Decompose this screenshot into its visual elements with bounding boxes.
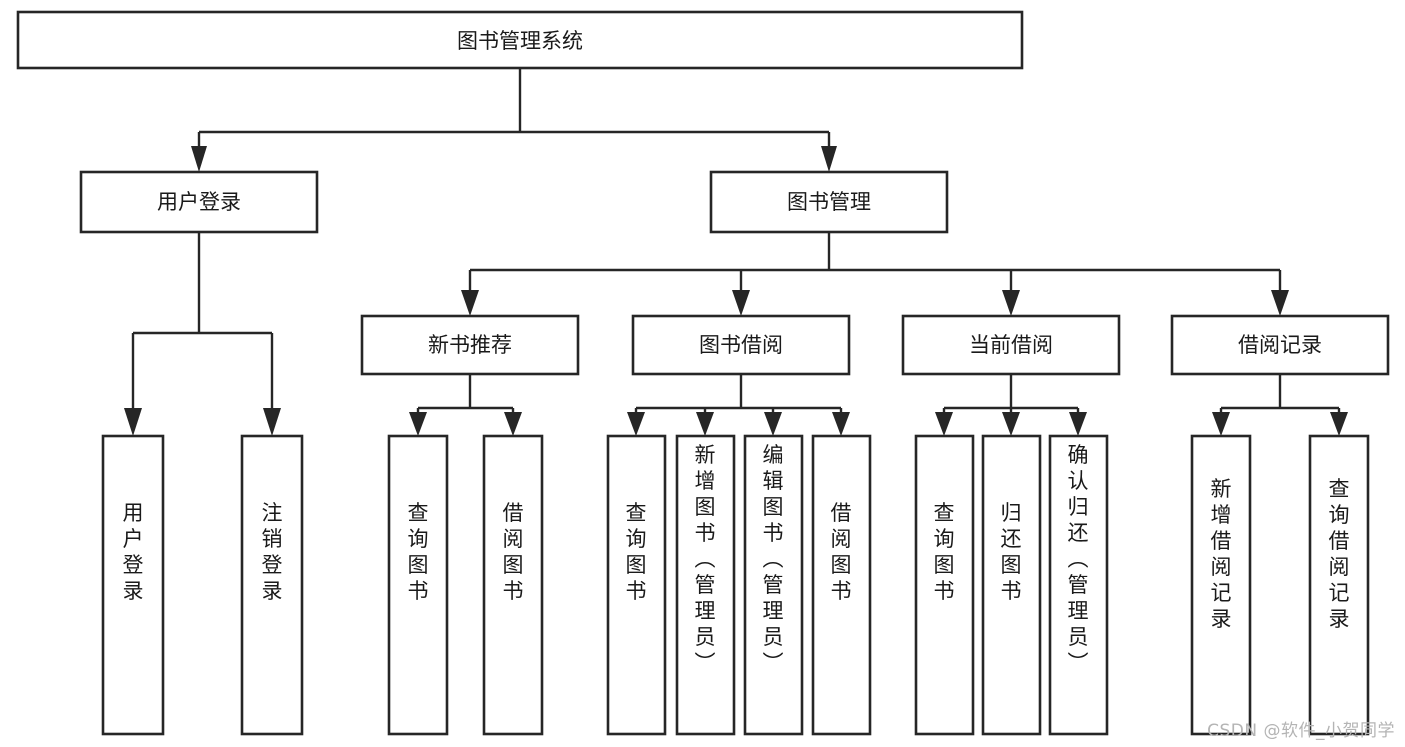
node-leaf-confirm-return-box[interactable] bbox=[1048, 434, 1109, 736]
arrow-to-book-borrow bbox=[732, 290, 750, 316]
node-leaf-add-book[interactable]: 新增图书︵管理员︶ bbox=[675, 434, 736, 736]
arrow-to-leaf-edit-book bbox=[764, 412, 782, 436]
node-book-borrow-label: 图书借阅 bbox=[699, 333, 783, 357]
node-leaf-query-borrow-record-label: 查询借阅记录 bbox=[1329, 477, 1350, 631]
node-leaf-borrow-book-1-box[interactable] bbox=[482, 434, 544, 736]
node-borrow-record-box[interactable] bbox=[1170, 314, 1390, 376]
node-leaf-query-book-1-label: 查询图书 bbox=[408, 501, 429, 603]
arrow-to-leaf-query-book-2 bbox=[627, 412, 645, 436]
node-user-login-box[interactable] bbox=[79, 170, 319, 234]
arrow-to-leaf-query-book-1 bbox=[409, 412, 427, 436]
node-book-management[interactable]: 图书管理 bbox=[709, 170, 949, 234]
node-leaf-user-login-label: 用户登录 bbox=[123, 501, 144, 603]
arrow-to-leaf-user-login bbox=[124, 408, 142, 436]
node-current-borrow-box[interactable] bbox=[901, 314, 1121, 376]
node-leaf-query-book-3[interactable]: 查询图书 bbox=[914, 434, 975, 736]
arrow-to-user-login bbox=[191, 146, 207, 172]
node-leaf-borrow-book-2[interactable]: 借阅图书 bbox=[811, 434, 872, 736]
node-leaf-return-book-box[interactable] bbox=[981, 434, 1042, 736]
node-leaf-user-logout-box[interactable] bbox=[240, 434, 304, 736]
node-leaf-confirm-return[interactable]: 确认归还︵管理员︶ bbox=[1048, 434, 1109, 736]
node-borrow-record-label: 借阅记录 bbox=[1238, 333, 1322, 357]
node-new-book-recommend[interactable]: 新书推荐 bbox=[360, 314, 580, 376]
node-leaf-add-borrow-record[interactable]: 新增借阅记录 bbox=[1190, 434, 1252, 736]
node-user-login-label: 用户登录 bbox=[157, 190, 241, 214]
node-new-book-recommend-box[interactable] bbox=[360, 314, 580, 376]
node-book-borrow-box[interactable] bbox=[631, 314, 851, 376]
arrow-to-leaf-query-book-3 bbox=[935, 412, 953, 436]
node-leaf-query-book-2-label: 查询图书 bbox=[626, 501, 647, 603]
node-leaf-borrow-book-2-label: 借阅图书 bbox=[831, 501, 852, 603]
node-current-borrow[interactable]: 当前借阅 bbox=[901, 314, 1121, 376]
arrow-to-new-book-recommend bbox=[461, 290, 479, 316]
node-leaf-query-book-3-label: 查询图书 bbox=[934, 501, 955, 603]
node-leaf-query-book-1-box[interactable] bbox=[387, 434, 449, 736]
node-leaf-query-borrow-record[interactable]: 查询借阅记录 bbox=[1308, 434, 1370, 736]
node-leaf-add-borrow-record-box[interactable] bbox=[1190, 434, 1252, 736]
node-leaf-query-book-3-box[interactable] bbox=[914, 434, 975, 736]
arrow-to-borrow-record bbox=[1271, 290, 1289, 316]
node-book-management-label: 图书管理 bbox=[787, 190, 871, 214]
connector-layer bbox=[124, 68, 1348, 436]
node-leaf-edit-book[interactable]: 编辑图书︵管理员︶ bbox=[743, 434, 804, 736]
node-leaf-query-book-2[interactable]: 查询图书 bbox=[606, 434, 667, 736]
node-leaf-user-login[interactable]: 用户登录 bbox=[101, 434, 165, 736]
csdn-watermark: CSDN @软件_小贺同学 bbox=[1207, 721, 1395, 741]
node-leaf-add-book-label: 新增图书︵管理员︶ bbox=[695, 443, 716, 675]
node-borrow-record[interactable]: 借阅记录 bbox=[1170, 314, 1390, 376]
node-book-borrow[interactable]: 图书借阅 bbox=[631, 314, 851, 376]
node-current-borrow-label: 当前借阅 bbox=[969, 333, 1053, 357]
node-root-box[interactable] bbox=[16, 10, 1024, 70]
node-leaf-return-book-label: 归还图书 bbox=[1001, 501, 1022, 603]
node-user-login[interactable]: 用户登录 bbox=[79, 170, 319, 234]
arrow-to-leaf-add-book bbox=[696, 412, 714, 436]
node-leaf-borrow-book-2-box[interactable] bbox=[811, 434, 872, 736]
node-leaf-edit-book-label: 编辑图书︵管理员︶ bbox=[763, 443, 784, 675]
arrow-to-leaf-return-book bbox=[1002, 412, 1020, 436]
arrow-to-leaf-user-logout bbox=[263, 408, 281, 436]
node-leaf-user-logout[interactable]: 注销登录 bbox=[240, 434, 304, 736]
node-leaf-add-borrow-record-label: 新增借阅记录 bbox=[1211, 477, 1232, 631]
node-leaf-query-book-2-box[interactable] bbox=[606, 434, 667, 736]
arrow-to-leaf-borrow-book-1 bbox=[504, 412, 522, 436]
arrow-to-leaf-add-borrow-record bbox=[1212, 412, 1230, 436]
leaf-layer: 用户登录 注销登录 查询图书 借阅图书 查询图书 新增图书︵管理员︶ bbox=[101, 434, 1370, 736]
node-leaf-user-logout-label: 注销登录 bbox=[262, 501, 283, 603]
arrow-to-leaf-query-borrow-record bbox=[1330, 412, 1348, 436]
node-leaf-confirm-return-label: 确认归还︵管理员︶ bbox=[1068, 443, 1089, 675]
node-root-label: 图书管理系统 bbox=[457, 29, 583, 53]
node-leaf-query-borrow-record-box[interactable] bbox=[1308, 434, 1370, 736]
arrow-to-leaf-confirm-return bbox=[1069, 412, 1087, 436]
node-book-management-box[interactable] bbox=[709, 170, 949, 234]
node-leaf-query-book-1[interactable]: 查询图书 bbox=[387, 434, 449, 736]
node-leaf-borrow-book-1[interactable]: 借阅图书 bbox=[482, 434, 544, 736]
node-new-book-recommend-label: 新书推荐 bbox=[428, 333, 512, 357]
node-leaf-return-book[interactable]: 归还图书 bbox=[981, 434, 1042, 736]
node-root[interactable]: 图书管理系统 bbox=[16, 10, 1024, 70]
node-leaf-add-book-box[interactable] bbox=[675, 434, 736, 736]
node-leaf-user-login-box[interactable] bbox=[101, 434, 165, 736]
arrow-to-book-management bbox=[821, 146, 837, 172]
arrow-to-leaf-borrow-book-2 bbox=[832, 412, 850, 436]
node-leaf-edit-book-box[interactable] bbox=[743, 434, 804, 736]
arrow-to-current-borrow bbox=[1002, 290, 1020, 316]
node-leaf-borrow-book-1-label: 借阅图书 bbox=[503, 501, 524, 603]
